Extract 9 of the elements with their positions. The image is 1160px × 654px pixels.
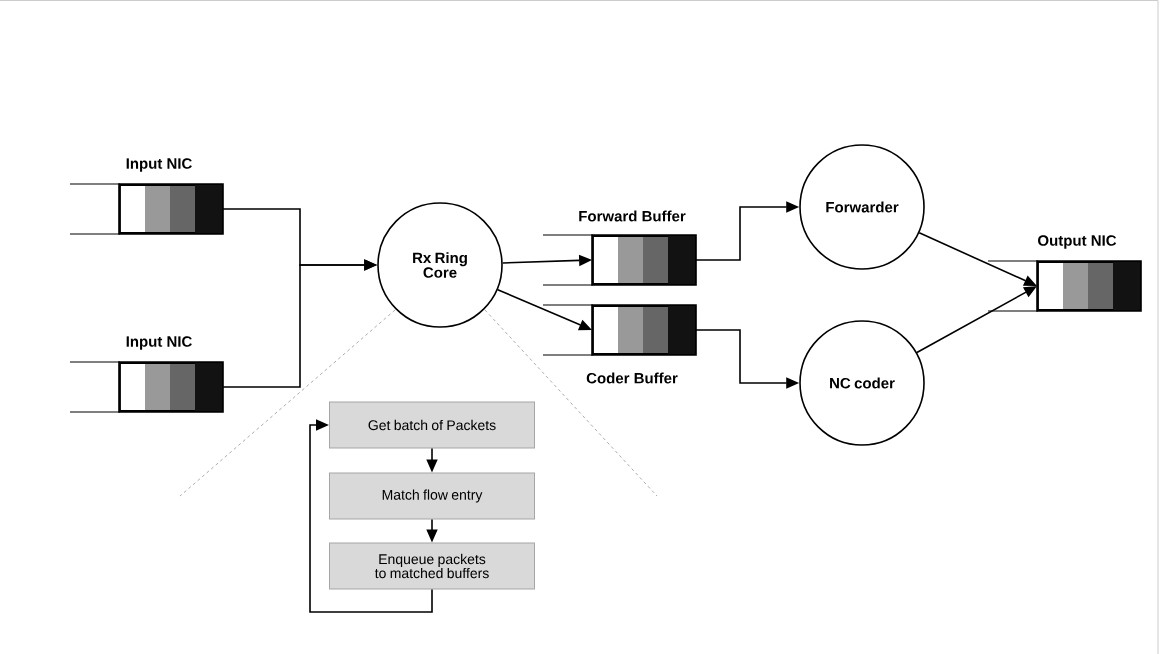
step-box: Get batch of Packets [329, 401, 535, 449]
queue-label: Input NIC [126, 158, 192, 172]
queue-label: Forward Buffer [579, 210, 686, 222]
step-box: Enqueue packets to matched buffers [329, 542, 535, 590]
step-box: Match flow entry [329, 472, 535, 520]
queue-label: Input NIC [126, 336, 192, 350]
queue-label: Output NIC [1038, 235, 1117, 249]
arrow [309, 419, 433, 613]
queue-label: Coder Buffer [586, 372, 678, 384]
